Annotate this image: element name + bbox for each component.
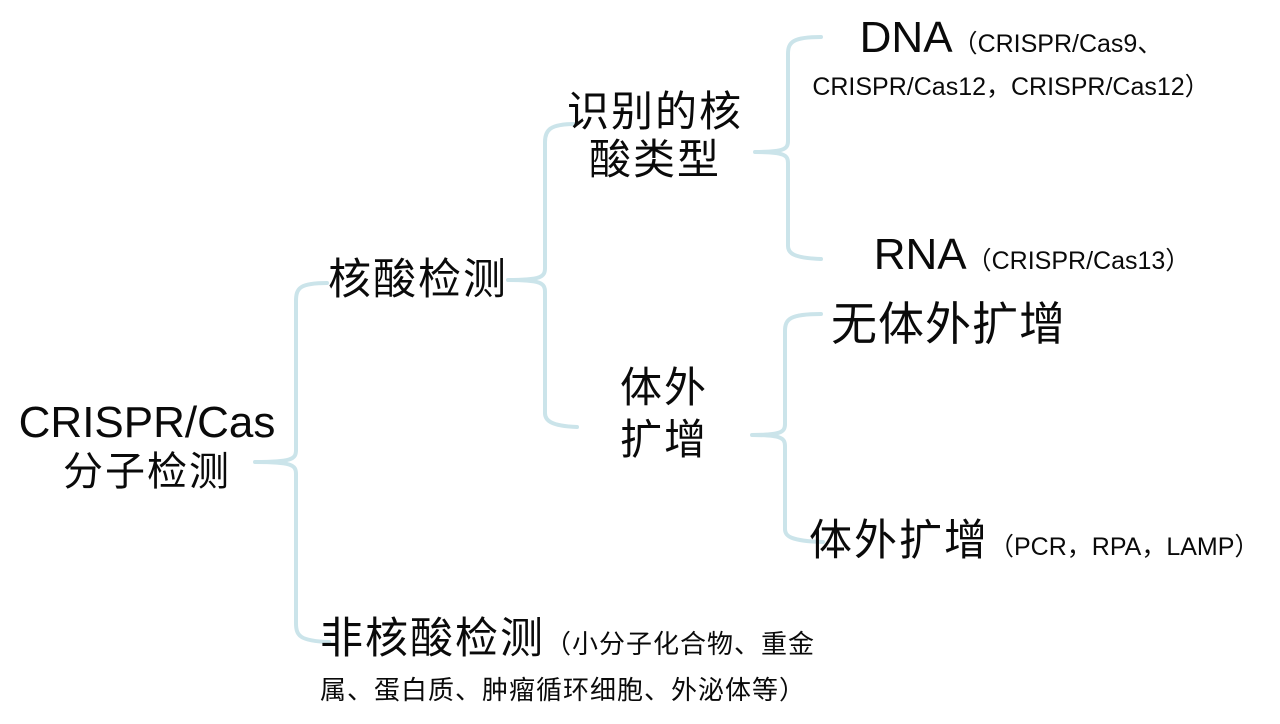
node-crispr-cas-molecular-detection: CRISPR/Cas 分子检测: [12, 398, 282, 495]
dna-label: DNA: [859, 13, 953, 62]
node-rna: RNA（CRISPR/Cas13）: [822, 230, 1242, 290]
rna-detail: （CRISPR/Cas13）: [966, 247, 1191, 275]
brace-root: [253, 281, 331, 644]
dna-detail-part2: CRISPR/Cas12，CRISPR/Cas12）: [812, 73, 1210, 101]
root-label-chinese: 分子检测: [63, 449, 231, 494]
node-non-nucleic-acid-detection: 非核酸检测（小分子化合物、重金 属、蛋白质、肿瘤循环细胞、外泌体等）: [320, 614, 814, 707]
amplification-detail: （PCR，RPA，LAMP）: [989, 533, 1260, 561]
dna-detail-part1: （CRISPR/Cas9、: [952, 30, 1163, 58]
node-nucleic-acid-detection: 核酸检测: [328, 257, 508, 304]
node-in-vitro-amplification-branch: 体外 扩增: [581, 363, 747, 467]
node-no-in-vitro-amplification: 无体外扩增: [831, 299, 1066, 350]
brace-recognized-type-children: [753, 35, 823, 261]
brace-in-vitro-children: [750, 312, 825, 544]
non-nucleic-detail-part1: （小分子化合物、重金: [545, 630, 816, 659]
root-label-latin: CRISPR/Cas: [18, 398, 276, 447]
brace-nucleic-acid-children: [506, 122, 579, 429]
node-dna: DNA（CRISPR/Cas9、 CRISPR/Cas12，CRISPR/Cas…: [790, 14, 1232, 102]
non-nucleic-detail-part2: 属、蛋白质、肿瘤循环细胞、外泌体等）: [320, 676, 807, 705]
node-recognized-nucleic-acid-type: 识别的核 酸类型: [565, 89, 745, 185]
dna-line1: DNA（CRISPR/Cas9、: [790, 14, 1232, 72]
in-vitro-branch-line1: 体外: [619, 366, 708, 412]
non-nucleic-label: 非核酸检测: [320, 616, 545, 663]
recognized-type-line1: 识别的核: [566, 90, 743, 136]
recognized-type-line2: 酸类型: [588, 138, 721, 184]
in-vitro-branch-line2: 扩增: [619, 418, 708, 464]
rna-label: RNA: [873, 230, 967, 279]
non-nucleic-line1: 非核酸检测（小分子化合物、重金: [320, 614, 814, 675]
node-in-vitro-amplification: 体外扩增（PCR，RPA，LAMP）: [809, 516, 1259, 577]
amplification-label: 体外扩增: [809, 518, 989, 565]
